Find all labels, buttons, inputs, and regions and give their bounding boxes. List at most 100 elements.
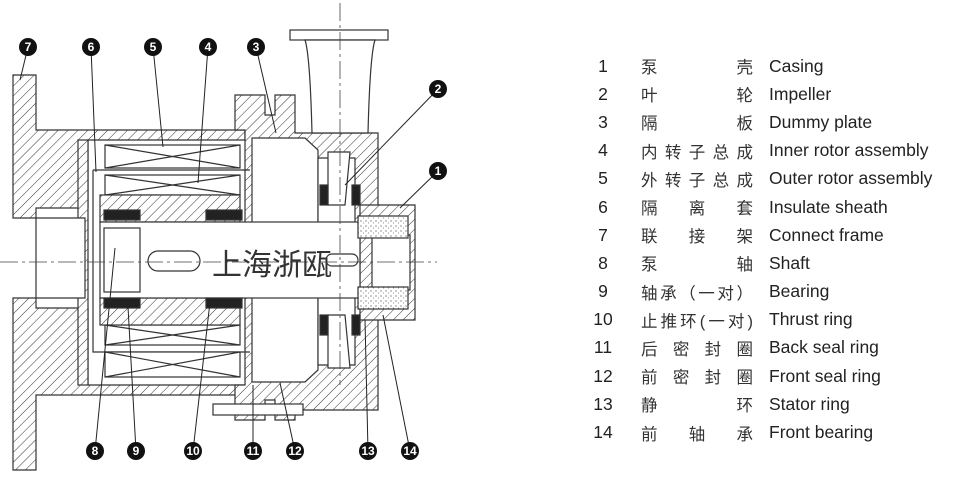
part-name-english: Casing [769,55,824,76]
balloon-circle [82,38,100,56]
part-number: 3 [598,111,608,132]
balloon-number: 4 [205,40,212,54]
part-name-english: Stator ring [769,393,850,414]
part-name-chinese: 泵壳 [641,59,753,78]
part-number: 10 [593,309,613,330]
part-name-chinese: 隔板 [641,115,753,134]
leader-line [382,314,411,452]
part-number: 6 [598,196,608,217]
part-name-chinese: 外转子总成 [641,171,753,190]
part-number: 13 [593,393,613,414]
balloon-circle [86,442,104,460]
part-name-english: Outer rotor assembly [769,168,933,189]
balloon-number: 11 [247,444,260,458]
parts-row: 10 止推环(一对) Thrust ring [585,306,932,334]
balloon-circle [19,38,37,56]
balloon-number: 2 [435,82,442,96]
bolt [212,403,304,416]
part-number: 14 [593,422,613,443]
part-name-chinese: 泵轴 [641,256,753,275]
part-name-chinese: 隔离套 [641,200,753,219]
part-name-english: Thrust ring [769,309,853,330]
balloon-number: 13 [361,444,375,458]
leader-line [152,46,164,148]
leader-line [94,247,116,452]
part-number: 12 [593,365,613,386]
balloon-circle [286,442,304,460]
balloon-11: 11 [244,385,262,460]
part-name-english: Bearing [769,281,830,302]
part-name-chinese: 前密封圈 [641,369,753,388]
balloon-circle [429,80,447,98]
balloon-number: 14 [403,444,417,458]
balloon-circle [199,38,217,56]
balloon-circle [359,442,377,460]
balloon-number: 6 [88,40,95,54]
part-name-english: Inner rotor assembly [769,140,929,161]
watermark: 上海浙瓯 [212,248,332,283]
parts-row: 1 泵壳 Casing [585,52,932,80]
leader-line [197,46,209,184]
balloon-12: 12 [279,382,304,460]
part-name-chinese: 止推环(一对) [641,312,753,331]
front-bearing [357,215,409,310]
parts-row: 8 泵轴 Shaft [585,249,932,277]
leader-line [344,88,439,186]
balloon-13: 13 [359,319,377,460]
part-number: 9 [598,281,608,302]
leader-line [364,319,369,452]
balloon-6: 6 [82,38,100,173]
part-name-english: Dummy plate [769,111,873,132]
parts-row: 3 隔板 Dummy plate [585,108,932,136]
balloon-2: 2 [344,80,447,186]
part-name-chinese: 后密封圈 [641,340,753,359]
outlet-nozzle [289,29,389,134]
part-number: 2 [598,83,608,104]
balloon-4: 4 [197,38,217,184]
balloon-number: 10 [186,444,200,458]
leader-line [255,46,277,134]
centerlines [0,3,437,385]
part-number: 1 [598,55,608,76]
inner-rotor [99,174,241,346]
bearings [103,209,243,309]
balloon-number: 5 [150,40,157,54]
balloon-3: 3 [247,38,277,134]
part-number: 8 [598,252,608,273]
balloon-circle [127,442,145,460]
part-name-english: Shaft [769,252,810,273]
outer-rotor [104,144,241,378]
balloon-5: 5 [144,38,164,148]
balloon-number: 7 [25,40,32,54]
balloon-number: 9 [133,444,140,458]
balloon-9: 9 [127,306,145,460]
balloon-circle [244,442,262,460]
balloon-7: 7 [19,38,37,81]
balloon-1: 1 [399,162,447,209]
leader-line [90,46,97,173]
leader-line [127,306,137,452]
shaft [99,221,361,299]
part-number: 11 [593,337,613,358]
balloon-14: 14 [382,314,419,460]
part-number: 7 [598,224,608,245]
part-name-chinese: 联接架 [641,228,753,247]
part-number: 4 [598,140,608,161]
balloon-number: 3 [253,40,260,54]
balloon-number: 12 [288,444,302,458]
balloon-circle [144,38,162,56]
part-name-chinese: 叶轮 [641,87,753,106]
balloon-circle [401,442,419,460]
